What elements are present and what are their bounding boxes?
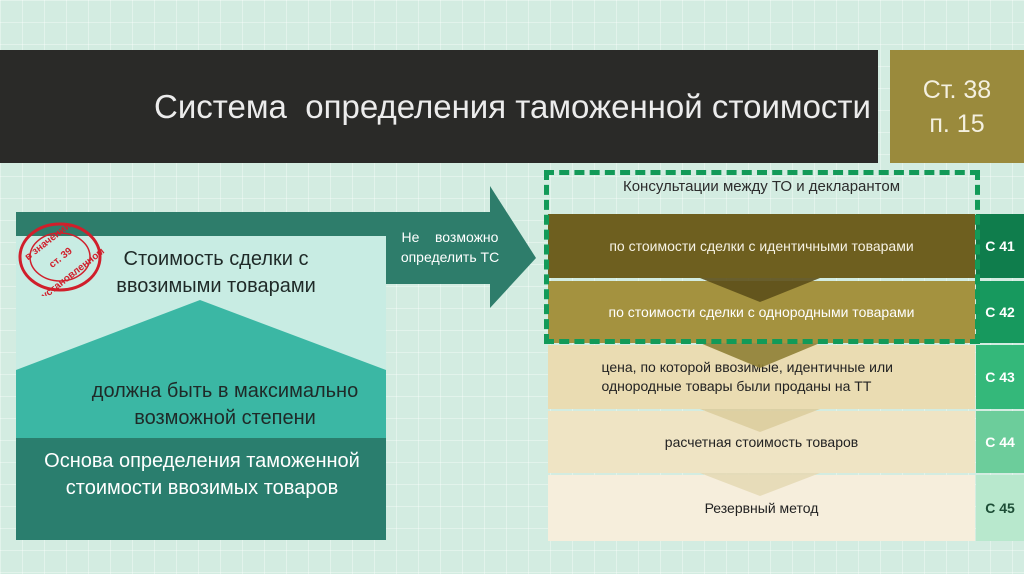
consultation-label: Консультации между ТО и декларантом — [622, 178, 901, 195]
max-extent-text: должна быть в максимально возможной степ… — [91, 380, 359, 429]
stamp-seal: в значении ст. 39 установленном — [18, 220, 106, 296]
article-reference-box: Ст. 38 п. 15 — [890, 50, 1024, 163]
cannot-determine-label: Не возможно определить ТС — [400, 229, 500, 265]
article-code-1: С 41 — [976, 214, 1024, 278]
article-code-2: С 42 — [976, 281, 1024, 343]
main-arrow — [16, 186, 536, 308]
method-label-2: по стоимости сделки с однородными товара… — [608, 303, 915, 320]
page-title: Система определения таможенной стоимости — [154, 87, 871, 125]
article-code-3: С 43 — [976, 345, 1024, 409]
chevron-down-icon — [700, 409, 820, 432]
article-reference-line-2: п. 15 — [929, 109, 985, 138]
method-row-1: по стоимости сделки с идентичными товара… — [548, 214, 975, 278]
transaction-value-text: Стоимость сделки с ввозимыми товарами — [116, 248, 316, 297]
title-bar: Система определения таможенной стоимости — [0, 50, 878, 163]
consultation-frame — [544, 170, 980, 344]
article-code-5: С 45 — [976, 475, 1024, 541]
article-code-4: С 44 — [976, 411, 1024, 473]
method-label-3: цена, по которой ввозимые, идентичные ил… — [601, 359, 893, 394]
chevron-down-icon — [700, 473, 820, 496]
method-label-1: по стоимости сделки с идентичными товара… — [609, 237, 914, 254]
method-label-4: расчетная стоимость товаров — [664, 433, 859, 450]
method-row-4: расчетная стоимость товаров — [548, 411, 975, 473]
bottom-block — [16, 438, 386, 540]
article-reference-line-1: Ст. 38 — [922, 75, 992, 104]
basis-text: Основа определения таможенной стоимости … — [44, 450, 360, 499]
method-label-5: Резервный метод — [704, 499, 819, 516]
chevron-down-icon — [700, 343, 820, 368]
mid-block-roof — [16, 300, 386, 438]
chevron-down-icon — [700, 278, 820, 302]
